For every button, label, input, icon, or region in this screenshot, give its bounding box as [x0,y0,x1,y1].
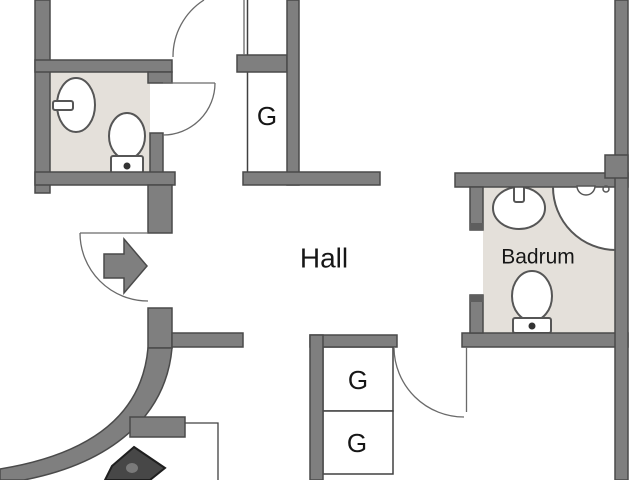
wall-segment [34,171,176,186]
closet-cell [322,410,394,475]
wall-segment [147,184,173,234]
closet-label-top: G [257,101,277,131]
wall-segment [171,332,244,348]
shower-head-icon [576,185,596,196]
curved-wall [0,347,173,480]
shower-floor-area [553,187,616,250]
closet-label-bottom: G [347,428,367,458]
toilet-flush-dot [123,162,131,170]
fixtures [52,77,553,334]
wall-segment [147,307,173,349]
stove [103,445,167,480]
wall-segment [34,0,51,194]
toilet-icon [108,112,146,160]
wall-segment [614,0,629,480]
wall-segment [454,172,629,188]
wall-segment [461,332,629,348]
badrum-label: Badrum [501,246,575,269]
door-swing-arc [393,347,465,418]
wall-end-cap [470,295,483,302]
sink-tap-icon [513,185,525,203]
thin-partitions [150,0,394,480]
wall-segment [604,154,629,179]
closet-cell [322,346,394,412]
wall-segment [236,54,288,73]
wall-segment [129,416,186,438]
stove-detail [126,463,138,473]
wall-segment [309,334,324,480]
wall-end-cap [470,223,483,230]
doors [79,0,468,418]
wall-segment [286,0,300,186]
wall-end-caps [470,223,483,302]
door-swing-arc [172,0,205,58]
wall-segment [242,171,381,186]
wall-segment [34,59,173,73]
room-labels: Hall Badrum G G G [257,101,575,458]
shower [552,185,617,251]
shower-icon [552,186,617,251]
entrance-door-swing-arc [79,232,149,302]
hall-label: Hall [300,243,348,274]
toilet-icon [511,270,553,322]
wall-segment [149,132,164,174]
toilet-flush-dot [528,322,536,330]
door-swing-arc [162,82,216,136]
closet-label-middle: G [348,365,368,395]
shower-drain-icon [602,185,610,193]
wall-segment [147,71,173,84]
stove-icon [103,445,167,480]
entrance-arrow-icon [103,236,148,296]
sink-tap-icon [52,100,74,111]
